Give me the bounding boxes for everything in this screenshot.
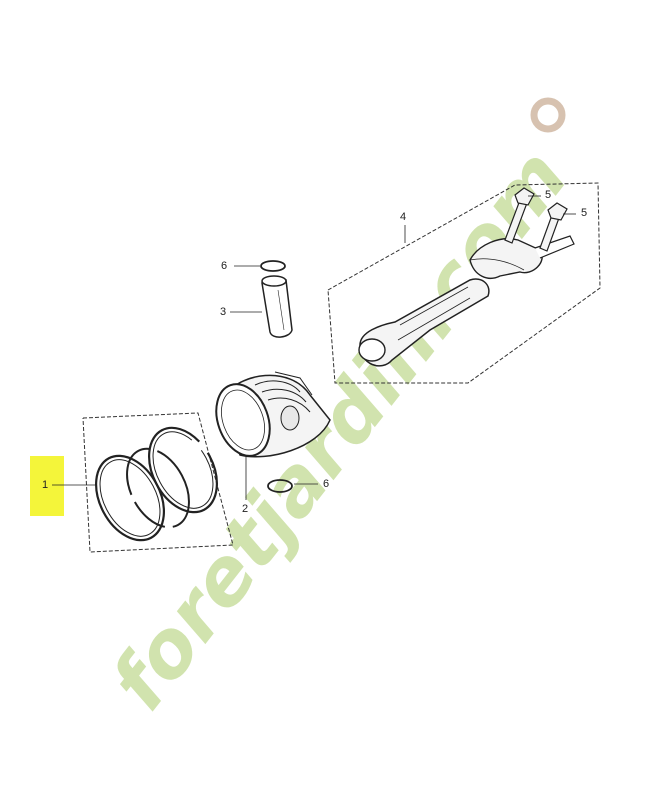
rings-group-box [82, 412, 234, 553]
callout-5-right: 5 [581, 207, 588, 219]
callout-2: 2 [242, 503, 249, 515]
callout-6-bottom: 6 [323, 478, 330, 490]
small-end [358, 338, 386, 362]
callout-1: 1 [42, 479, 49, 491]
conrod-group-box [327, 182, 601, 384]
callout-6-top: 6 [221, 260, 228, 272]
callout-4: 4 [400, 211, 407, 223]
ring-middle [126, 447, 190, 529]
circlip-top [260, 260, 286, 272]
leader-lines [52, 195, 576, 500]
callout-3: 3 [220, 306, 227, 318]
piston [215, 371, 331, 458]
callout-1-highlight [30, 456, 64, 516]
piston-rings [95, 426, 218, 542]
circlip-bottom [267, 479, 293, 493]
conrod-bolt-1 [504, 187, 535, 244]
connecting-rod [358, 235, 575, 367]
ring-back [148, 426, 218, 514]
conrod-bolt-2 [539, 202, 568, 252]
callout-5-top: 5 [545, 189, 552, 201]
piston-pin [261, 275, 293, 338]
watermark-accent [530, 97, 566, 133]
